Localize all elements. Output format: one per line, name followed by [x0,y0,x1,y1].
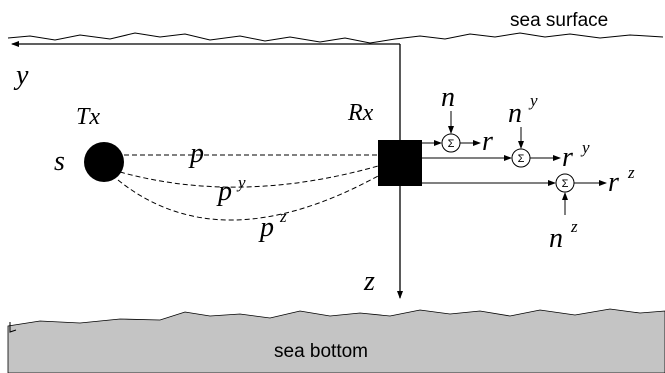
noise-nz-label: n [549,223,563,254]
noise-ny-sup: y [528,91,538,110]
path-py-sup: y [236,173,246,192]
out-ry-sup: y [580,138,590,157]
tx-label: Tx [76,104,100,130]
sea-bottom-label: sea bottom [274,341,368,362]
receiver-node [378,140,422,186]
source-label: s [54,146,65,177]
path-pz [117,175,379,221]
path-pz-label: p [258,212,274,243]
out-rz-sup: z [627,163,635,182]
seabed-edge-mark [9,322,17,333]
sum-symbol-1: Σ [448,138,455,150]
sea-surface-line [7,32,664,44]
z-axis-label: z [363,266,375,297]
path-p-label: p [188,138,204,169]
path-py-label: p [216,176,232,207]
path-pz-sup: z [279,207,287,226]
sum-symbol-2: Σ [518,153,525,165]
out-r-label: r [482,126,493,157]
out-ry-label: r [562,142,573,173]
out-rz-label: r [608,167,619,198]
y-axis-label: y [13,60,29,91]
noise-n-label: n [441,82,455,113]
path-py [119,165,379,188]
rx-label: Rx [347,100,374,126]
sum-symbol-3: Σ [562,178,569,190]
transmitter-node [84,142,124,182]
sea-surface-label: sea surface [510,10,608,31]
noise-nz-sup: z [570,217,578,236]
noise-ny-label: n [508,98,522,129]
sea-bottom [7,308,665,373]
